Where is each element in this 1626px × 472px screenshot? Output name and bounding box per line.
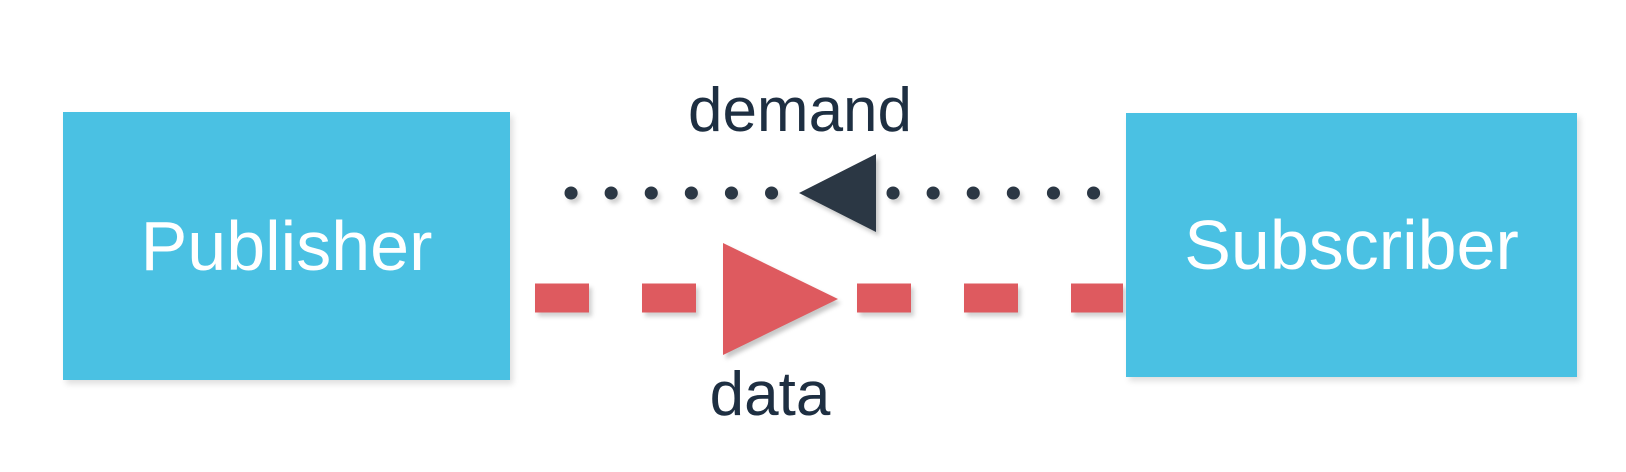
publisher-node: Publisher (63, 112, 510, 380)
demand-arrowhead-icon (799, 154, 876, 232)
subscriber-node-label: Subscriber (1184, 206, 1519, 284)
subscriber-node: Subscriber (1126, 113, 1577, 377)
demand-flow-label: demand (687, 76, 913, 145)
data-flow-label: data (709, 360, 831, 429)
publisher-node-label: Publisher (140, 207, 433, 285)
data-arrowhead-icon (723, 243, 838, 355)
